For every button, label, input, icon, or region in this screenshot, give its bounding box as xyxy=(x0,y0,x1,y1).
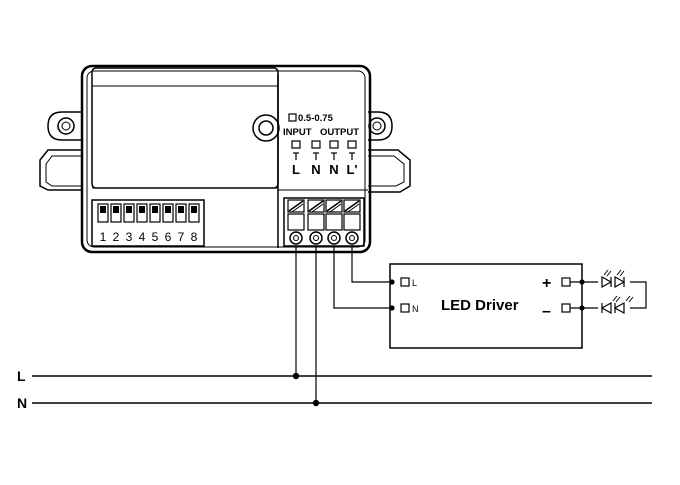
dip-switch-lever xyxy=(149,203,161,223)
terminal-screw-head xyxy=(325,199,343,213)
junction-l xyxy=(292,372,300,380)
dip-switch-number: 3 xyxy=(126,230,133,244)
mains-neutral-label: N xyxy=(17,395,27,411)
dip-switch-knob xyxy=(100,206,106,213)
terminal-label: N xyxy=(329,162,338,177)
dip-switch-lever xyxy=(110,203,122,223)
dip-switch-number: 8 xyxy=(191,230,198,244)
led-icon xyxy=(614,269,626,289)
terminal-screw xyxy=(327,231,341,245)
led-icon xyxy=(600,295,621,315)
terminal-block xyxy=(287,199,361,245)
dip-switch-knob xyxy=(113,206,119,213)
module-housing xyxy=(80,64,372,254)
driver-terminal-n xyxy=(400,303,410,313)
terminal-screw xyxy=(345,231,359,245)
center-screw xyxy=(252,114,280,142)
wiring: L N xyxy=(17,246,652,411)
right-mounting-ear xyxy=(368,111,393,141)
driver-terminal-n-label: N xyxy=(412,304,419,314)
led-return-wire xyxy=(630,281,647,309)
led-icon xyxy=(613,295,634,315)
right-ear-hole xyxy=(368,117,386,135)
dip-switch-lever xyxy=(175,203,187,223)
dip-switch-knob xyxy=(139,206,145,213)
dip-switch-lever xyxy=(188,203,200,223)
left-mounting-ear xyxy=(47,111,82,141)
terminal-label: L xyxy=(292,162,300,177)
wire-gauge-box xyxy=(288,113,297,122)
dip-switch-lever xyxy=(123,203,135,223)
dip-switch-number: 7 xyxy=(178,230,185,244)
terminal-slot-icon xyxy=(311,140,321,149)
driver-minus-label: – xyxy=(542,303,551,320)
junction-n xyxy=(312,399,320,407)
terminal-label: N xyxy=(311,162,320,177)
dip-switch-knob xyxy=(152,206,158,213)
dip-switch-number: 4 xyxy=(139,230,146,244)
dip-switch-knob xyxy=(165,206,171,213)
led-string xyxy=(600,269,634,315)
terminal-label: L' xyxy=(346,162,357,177)
terminal-slot-icon xyxy=(291,140,301,149)
output-n-wire xyxy=(333,246,392,309)
driver-terminal-plus xyxy=(561,277,571,287)
terminal-screw xyxy=(289,231,303,245)
output-l-wire xyxy=(351,246,392,283)
dip-switch-lever xyxy=(97,203,109,223)
output-label: OUTPUT xyxy=(320,127,359,138)
terminal-screw-head xyxy=(307,199,325,213)
mains-line-label: L xyxy=(17,368,26,384)
wire-gauge-label: 0.5-0.75 xyxy=(298,113,334,124)
dip-switch-number: 5 xyxy=(152,230,159,244)
left-ear-hole xyxy=(57,117,75,135)
dip-switch-knob xyxy=(178,206,184,213)
led-icon xyxy=(601,269,613,289)
dip-switch-knob xyxy=(126,206,132,213)
dip-switch-number: 2 xyxy=(113,230,120,244)
dip-switch-number: 1 xyxy=(100,230,107,244)
terminal-slot-icon xyxy=(347,140,357,149)
dip-switch-lever xyxy=(136,203,148,223)
dip-switch-knob xyxy=(191,206,197,213)
led-driver: L N LED Driver + – xyxy=(389,263,583,349)
input-label: INPUT xyxy=(283,127,312,138)
driver-terminal-l xyxy=(400,277,410,287)
driver-plus-label: + xyxy=(542,275,551,292)
terminal-screw-head xyxy=(343,199,361,213)
terminal-slot-icon xyxy=(329,140,339,149)
dip-switch-number: 6 xyxy=(165,230,172,244)
driver-terminal-l-label: L xyxy=(412,278,417,288)
terminal-screw-head xyxy=(287,199,305,213)
led-driver-title: LED Driver xyxy=(441,297,519,314)
terminal-screw xyxy=(309,231,323,245)
dip-switch-lever xyxy=(162,203,174,223)
driver-terminal-minus xyxy=(561,303,571,313)
